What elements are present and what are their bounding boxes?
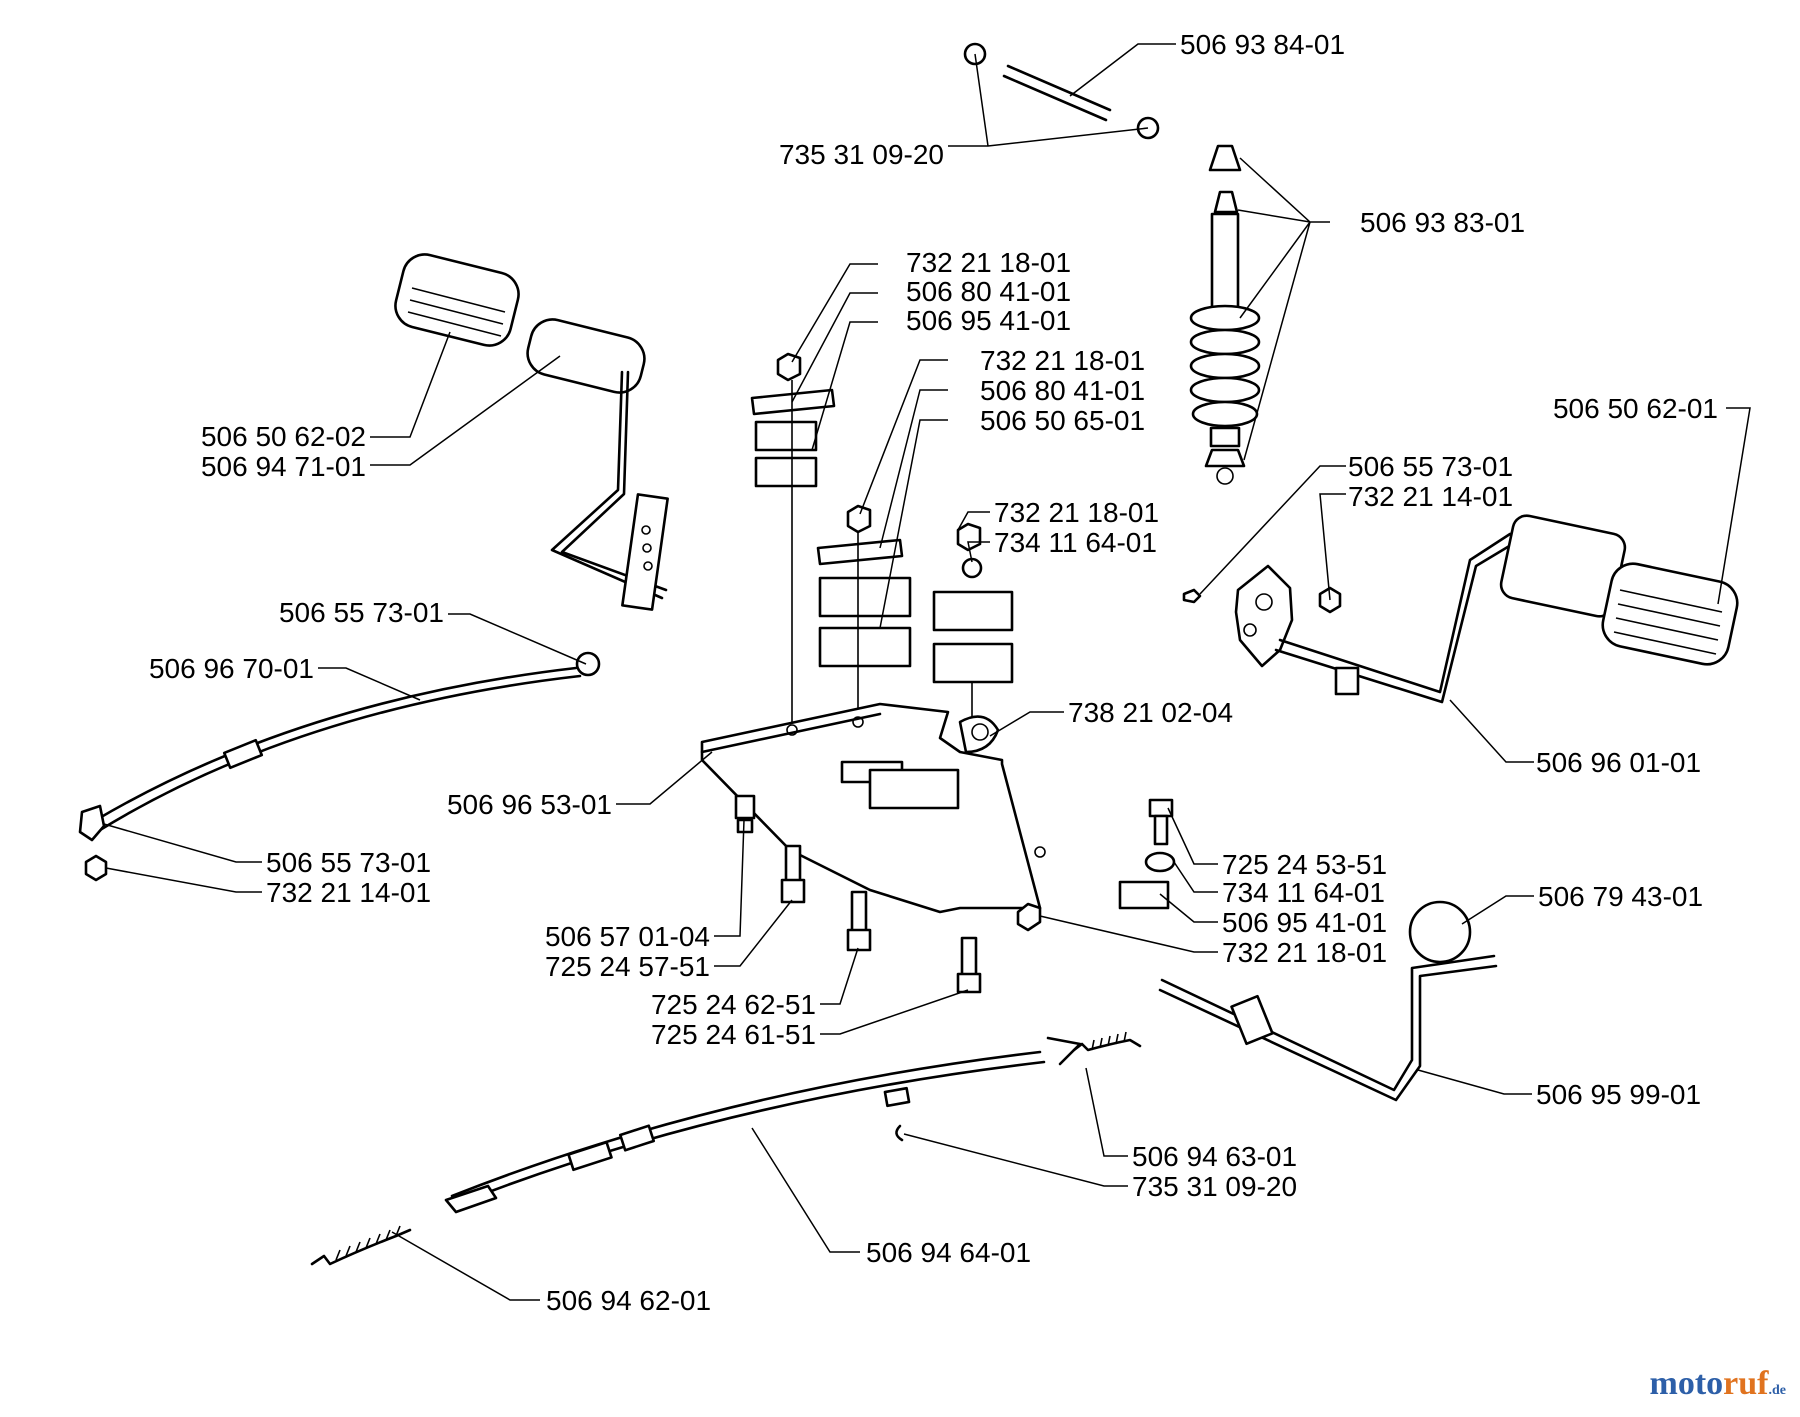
callout-label: 506 95 41-01	[906, 305, 1071, 336]
watermark-part-1: moto	[1649, 1365, 1724, 1402]
pin-part	[963, 42, 1160, 140]
callout-label: 506 94 71-01	[201, 451, 366, 482]
callout-label: 732 21 18-01	[994, 497, 1159, 528]
callout-label: 506 96 53-01	[447, 789, 612, 820]
callout-label: 738 21 02-04	[1068, 697, 1233, 728]
callout-labels: 506 93 84-01 735 31 09-20 506 93 83-01 7…	[149, 29, 1718, 1316]
right-pedal-part	[1182, 514, 1739, 704]
callout-label: 725 24 57-51	[545, 951, 710, 982]
callout-label: 506 50 62-01	[1553, 393, 1718, 424]
callout-label: 506 93 84-01	[1180, 29, 1345, 60]
watermark-part-3: .de	[1768, 1383, 1787, 1398]
leader-lines	[103, 43, 1751, 1301]
watermark-part-2: ruf	[1723, 1365, 1769, 1402]
callout-label: 725 24 62-51	[651, 989, 816, 1020]
callout-label: 725 24 61-51	[651, 1019, 816, 1050]
callout-label: 506 79 43-01	[1538, 881, 1703, 912]
callout-label: 734 11 64-01	[994, 527, 1157, 558]
callout-label: 506 94 63-01	[1132, 1141, 1297, 1172]
callout-label: 732 21 14-01	[266, 877, 431, 908]
base-plate-part	[700, 702, 1046, 914]
callout-label: 735 31 09-20	[779, 139, 944, 170]
callout-label: 506 50 65-01	[980, 405, 1145, 436]
callout-label: 506 80 41-01	[980, 375, 1145, 406]
callout-label: 506 55 73-01	[1348, 451, 1513, 482]
watermark-logo: motoruf.de	[1650, 1365, 1786, 1403]
callout-label: 506 96 01-01	[1536, 747, 1701, 778]
shock-absorber-part	[1189, 144, 1261, 485]
callout-label: 732 21 18-01	[1222, 937, 1387, 968]
callout-label: 506 96 70-01	[149, 653, 314, 684]
callout-label: 506 94 62-01	[546, 1285, 711, 1316]
callout-label: 725 24 53-51	[1222, 849, 1387, 880]
callout-label: 506 57 01-04	[545, 921, 710, 952]
left-cable-part	[78, 651, 601, 882]
callout-label: 506 55 73-01	[279, 597, 444, 628]
callout-label: 506 95 99-01	[1536, 1079, 1701, 1110]
callout-label: 506 80 41-01	[906, 276, 1071, 307]
callout-label: 506 55 73-01	[266, 847, 431, 878]
callout-label: 734 11 64-01	[1222, 877, 1385, 908]
right-hardware-part	[1016, 798, 1176, 932]
callout-label: 735 31 09-20	[1132, 1171, 1297, 1202]
left-pedal-part	[394, 253, 669, 611]
callout-label: 506 95 41-01	[1222, 907, 1387, 938]
callout-label: 732 21 14-01	[1348, 481, 1513, 512]
callout-label: 506 50 62-02	[201, 421, 366, 452]
lower-cable-part	[310, 1031, 1142, 1266]
screws-part	[734, 794, 982, 994]
callout-label: 732 21 18-01	[980, 345, 1145, 376]
callout-label: 506 93 83-01	[1360, 207, 1525, 238]
callout-label: 506 94 64-01	[866, 1237, 1031, 1268]
callout-label: 732 21 18-01	[906, 247, 1071, 278]
shift-lever-part	[1158, 900, 1498, 1102]
stacked-bushings-part	[750, 352, 1014, 728]
